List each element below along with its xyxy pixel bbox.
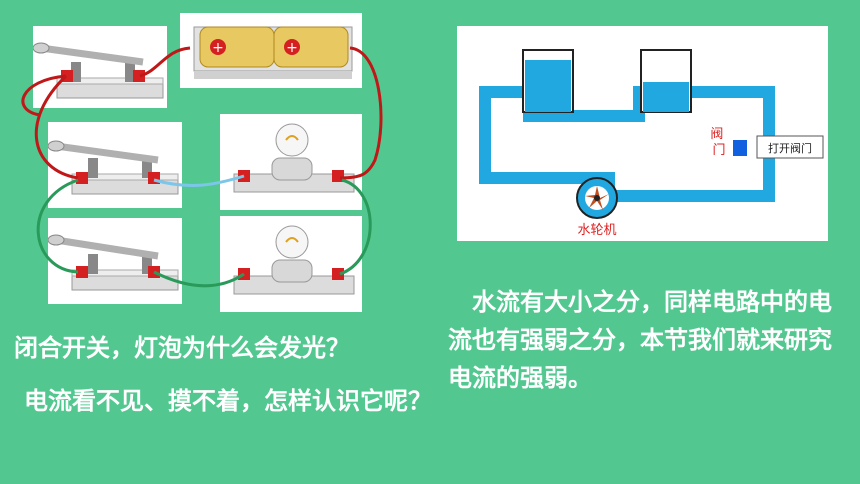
valve-label-line1: 阀: [710, 127, 723, 142]
light-bulb-icon: [233, 123, 355, 193]
water-diagram-card: 水轮机 阀 门 打开阀门: [457, 26, 828, 241]
svg-text:+: +: [286, 40, 298, 56]
water-circuit-diagram: 水轮机 阀 门 打开阀门: [479, 49, 824, 238]
circuit-wires: [21, 46, 383, 288]
turbine-icon: [576, 177, 618, 219]
valve-label: 阀 门: [710, 127, 727, 158]
valve-label-line2: 门: [712, 143, 725, 158]
bulb-card-bottom: [220, 216, 362, 312]
open-valve-label: 打开阀门: [768, 141, 812, 155]
svg-text:+: +: [212, 40, 224, 56]
battery-card: + +: [180, 13, 362, 88]
turbine-label: 水轮机: [577, 223, 616, 238]
switch-card-mid: [47, 122, 182, 208]
valve-icon: [733, 140, 747, 156]
battery-icon: + +: [193, 26, 353, 79]
bulb-card-mid: [220, 114, 362, 210]
question-2: 电流看不见、摸不着，怎样认识它呢？: [24, 387, 432, 415]
switch-card-top: [32, 26, 167, 108]
knife-switch-icon: [47, 234, 179, 291]
switch-card-bottom: [47, 218, 182, 304]
intro-paragraph: 水流有大小之分，同样电路中的电流也有强弱之分，本节我们就来研究电流的强弱。: [448, 288, 832, 392]
light-bulb-icon: [233, 225, 355, 295]
open-valve-button[interactable]: 打开阀门: [756, 135, 824, 159]
knife-switch-icon: [47, 140, 179, 195]
question-1: 闭合开关，灯泡为什么会发光？: [14, 334, 350, 362]
